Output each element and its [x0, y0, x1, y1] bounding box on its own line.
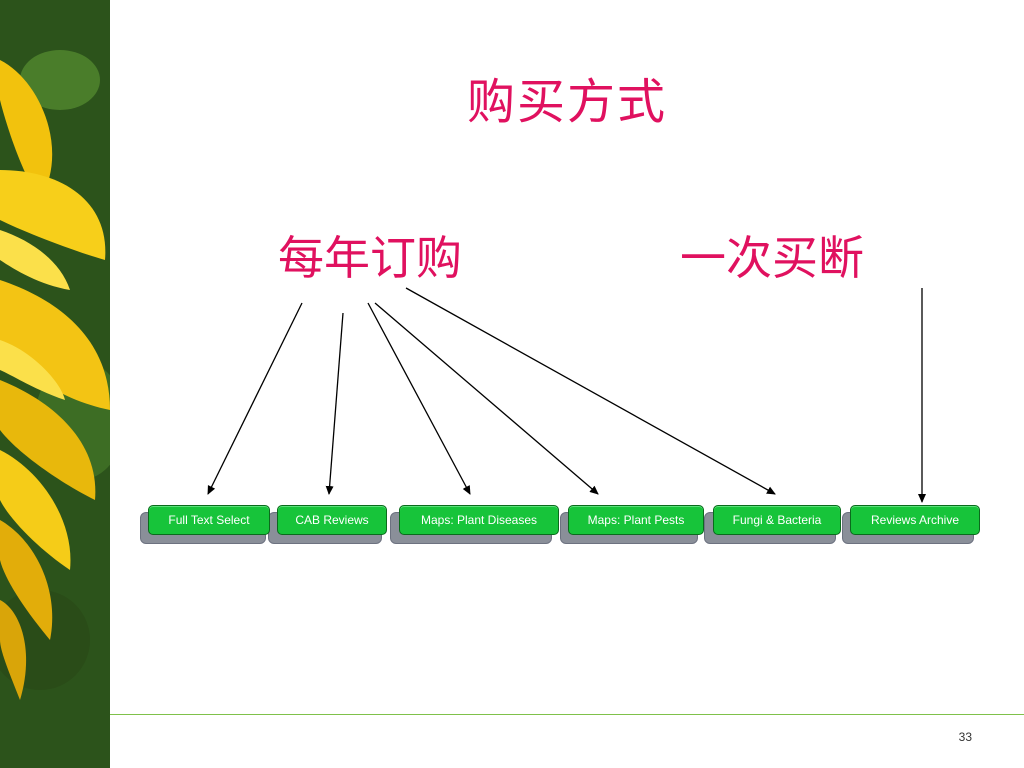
maps-plant-diseases-button[interactable]: Maps: Plant Diseases	[399, 505, 559, 535]
cab-reviews-button[interactable]: CAB Reviews	[277, 505, 387, 535]
fungi-bacteria-button[interactable]: Fungi & Bacteria	[713, 505, 841, 535]
arrow-to-fungi-bacteria	[405, 287, 776, 495]
subscription-heading: 每年订购	[278, 231, 462, 285]
slide-title: 购买方式	[466, 74, 667, 130]
footer-divider	[110, 714, 1024, 715]
arrow-to-maps-plant-pests	[374, 302, 599, 495]
full-text-select-button[interactable]: Full Text Select	[148, 505, 270, 535]
arrow-to-full-text-select	[207, 302, 303, 495]
maps-plant-pests-button[interactable]: Maps: Plant Pests	[568, 505, 704, 535]
one-time-purchase-heading: 一次买断	[680, 231, 864, 285]
arrow-to-cab-reviews	[325, 312, 344, 495]
sunflower-image	[0, 0, 110, 768]
reviews-archive-button[interactable]: Reviews Archive	[850, 505, 980, 535]
page-number: 33	[958, 730, 972, 744]
arrow-to-maps-plant-diseases	[367, 302, 471, 495]
